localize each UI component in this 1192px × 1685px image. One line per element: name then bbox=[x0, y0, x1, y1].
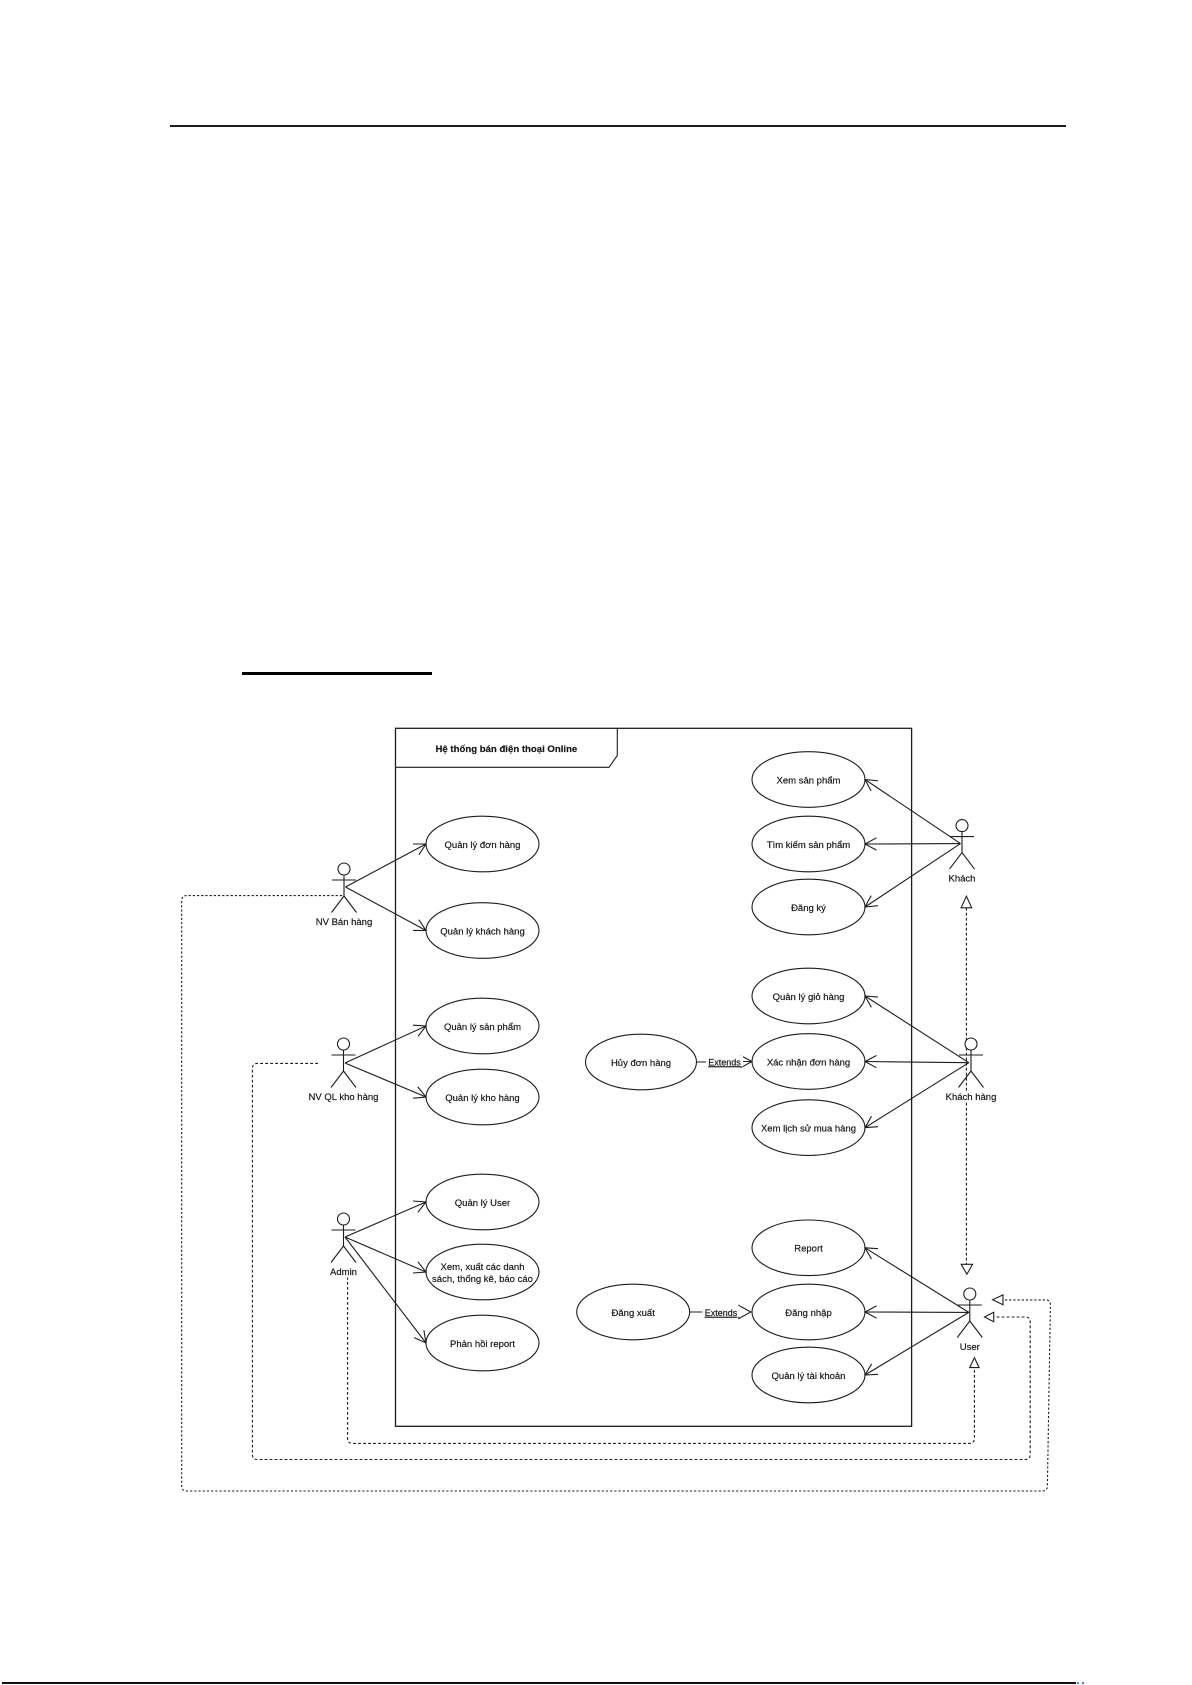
svg-text:Xem lịch sử mua hàng: Xem lịch sử mua hàng bbox=[761, 1123, 856, 1134]
svg-text:Đăng nhập: Đăng nhập bbox=[785, 1308, 831, 1319]
svg-text:Quản lý tài khoản: Quản lý tài khoản bbox=[772, 1371, 846, 1382]
svg-text:Tìm kiếm sản phẩm: Tìm kiếm sản phẩm bbox=[767, 840, 850, 851]
svg-text:Quản lý giỏ hàng: Quản lý giỏ hàng bbox=[773, 992, 845, 1003]
svg-text:Xác nhận đơn hàng: Xác nhận đơn hàng bbox=[767, 1057, 850, 1068]
svg-text:NV QL kho hàng: NV QL kho hàng bbox=[309, 1092, 379, 1103]
svg-text:Đăng ký: Đăng ký bbox=[791, 903, 826, 914]
svg-text:Hủy đơn hàng: Hủy đơn hàng bbox=[611, 1058, 671, 1069]
svg-text:sách, thống kê, báo cáo: sách, thống kê, báo cáo bbox=[432, 1274, 533, 1285]
svg-text:Quản lý kho hàng: Quản lý kho hàng bbox=[445, 1093, 519, 1104]
svg-text:Quản lý sản phẩm: Quản lý sản phẩm bbox=[444, 1022, 521, 1033]
svg-text:Report: Report bbox=[794, 1244, 823, 1255]
svg-text:Extends: Extends bbox=[708, 1057, 741, 1067]
svg-text:Hệ thống bán điện thoại Online: Hệ thống bán điện thoại Online bbox=[436, 744, 578, 755]
svg-text:Admin: Admin bbox=[330, 1267, 357, 1278]
svg-text:Quản lý khách hàng: Quản lý khách hàng bbox=[440, 926, 525, 937]
svg-text:NV Bán hàng: NV Bán hàng bbox=[316, 917, 373, 928]
svg-text:Khách hàng: Khách hàng bbox=[946, 1092, 997, 1103]
svg-text:Khách: Khách bbox=[949, 874, 976, 885]
svg-text:Extends: Extends bbox=[705, 1308, 738, 1318]
svg-text:User: User bbox=[960, 1342, 980, 1353]
svg-text:Phản hồi report: Phản hồi report bbox=[450, 1339, 515, 1350]
svg-text:Xem, xuất các danh: Xem, xuất các danh bbox=[441, 1262, 525, 1273]
svg-text:Xem sản phẩm: Xem sản phẩm bbox=[777, 775, 841, 786]
svg-text:Đăng xuất: Đăng xuất bbox=[612, 1308, 656, 1319]
svg-text:Quản lý User: Quản lý User bbox=[455, 1198, 510, 1209]
svg-text:Quản lý đơn hàng: Quản lý đơn hàng bbox=[445, 840, 521, 851]
